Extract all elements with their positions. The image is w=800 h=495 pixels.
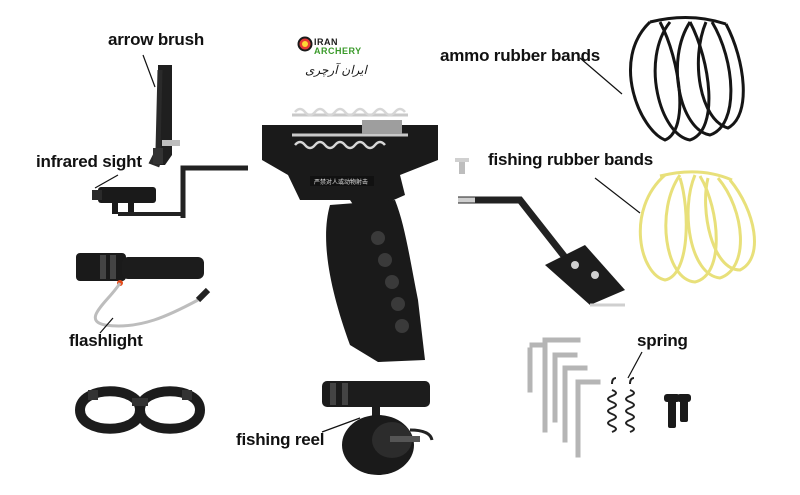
slingshot: 严禁对人或动物射击: [262, 107, 438, 362]
flashlight: [76, 253, 211, 328]
springs: [607, 377, 635, 433]
label-infrared-sight: infrared sight: [36, 152, 142, 171]
yellow-rubber-bands: [638, 170, 756, 284]
infrared-sight-pointer: [94, 174, 119, 189]
bolts: [664, 394, 691, 428]
fishing-bands-pointer: [594, 177, 641, 214]
arrow-brush-pointer: [142, 54, 156, 88]
hex-keys: [527, 337, 601, 458]
iran-archery-logo: IRAN ARCHERY ایران آرچری: [297, 33, 369, 85]
label-fishing-rubber-bands: fishing rubber bands: [488, 150, 654, 169]
infrared-sight: [92, 165, 248, 218]
logo-line2: ARCHERY: [314, 46, 362, 56]
ammo-bands-pointer: [579, 57, 623, 95]
arrow-brush: [148, 65, 180, 168]
logo-line1: IRAN: [314, 37, 338, 47]
spring-pointer: [627, 351, 643, 379]
slingshot-warning-text: 严禁对人或动物射击: [314, 178, 368, 186]
label-ammo-rubber-bands: ammo rubber bands: [440, 46, 601, 65]
target-icon: [297, 36, 313, 52]
mount-rings: [74, 386, 206, 434]
fishing-reel: [322, 381, 434, 475]
arm-brace: [458, 196, 625, 307]
logo-persian: ایران آرچری: [305, 63, 367, 77]
black-rubber-bands: [629, 15, 745, 142]
screw: [459, 160, 465, 174]
flashlight-pointer: [99, 317, 114, 334]
label-spring: spring: [637, 331, 688, 350]
fishing-reel-pointer: [321, 417, 361, 433]
label-fishing-reel: fishing reel: [236, 430, 325, 449]
label-flashlight: flashlight: [69, 331, 143, 350]
label-arrow-brush: arrow brush: [108, 30, 205, 49]
